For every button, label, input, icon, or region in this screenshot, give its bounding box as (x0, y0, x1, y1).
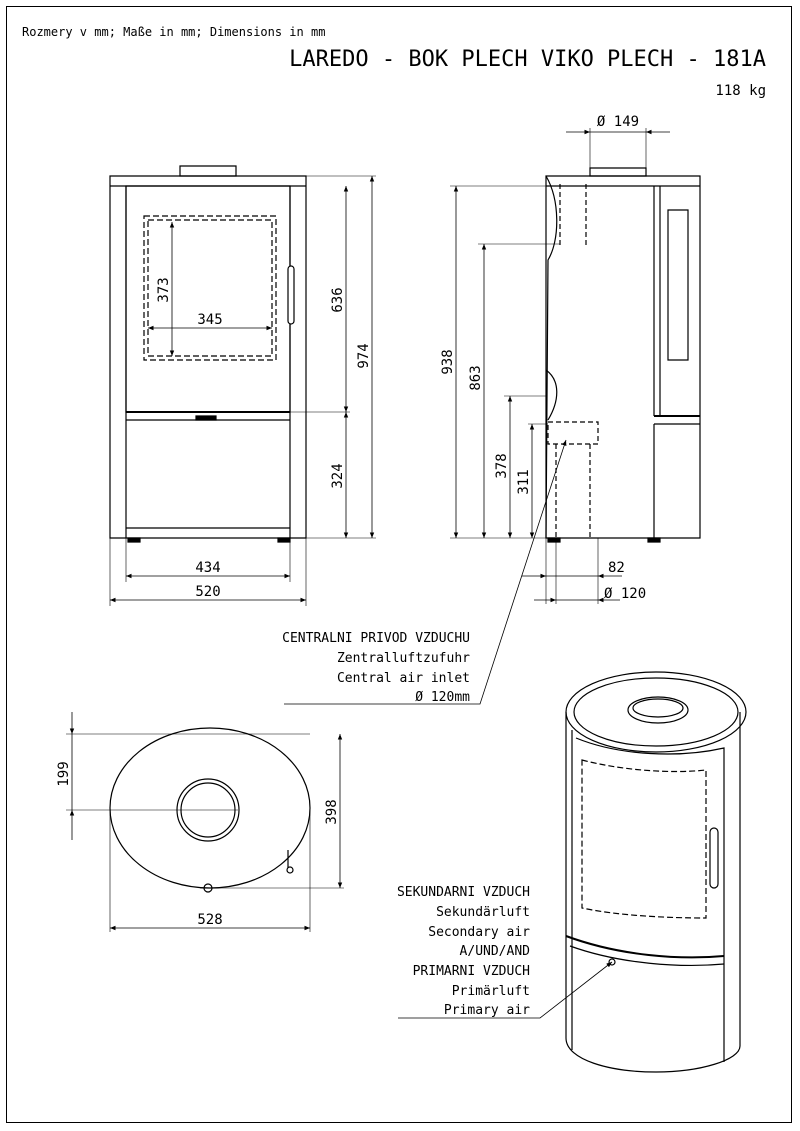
dim-height-378: 378 (494, 453, 510, 478)
perspective-top (566, 672, 746, 752)
weight-label: 118 kg (715, 83, 766, 99)
svg-text:A/UND/AND: A/UND/AND (460, 944, 531, 959)
svg-text:CENTRALNI PRIVOD VZDUCHU: CENTRALNI PRIVOD VZDUCHU (282, 631, 470, 646)
svg-text:Zentralluftzufuhr: Zentralluftzufuhr (337, 651, 470, 666)
dim-door-height: 636 (330, 287, 346, 312)
dim-height-938: 938 (440, 349, 456, 374)
dim-inner-width: 434 (195, 560, 220, 576)
dim-height-863: 863 (468, 365, 484, 390)
dim-outer-width: 520 (195, 584, 220, 600)
air-leader (398, 962, 612, 1018)
front-body (110, 176, 306, 538)
svg-text:Secondary air: Secondary air (428, 925, 530, 940)
svg-text:Ø 120mm: Ø 120mm (415, 690, 470, 705)
central-air-inlet-outline (548, 422, 598, 444)
svg-text:Primary air: Primary air (444, 1003, 530, 1018)
svg-text:SEKUNDARNI VZDUCH: SEKUNDARNI VZDUCH (397, 885, 530, 900)
dim-82: 82 (608, 560, 625, 576)
flue-collar (180, 166, 236, 176)
dim-inlet-diameter: Ø 120 (604, 586, 646, 602)
dim-398: 398 (324, 799, 340, 824)
central-air-label: CENTRALNI PRIVOD VZDUCHU Zentralluftzufu… (282, 631, 470, 705)
svg-text:PRIMARNI VZDUCH: PRIMARNI VZDUCH (413, 964, 530, 979)
dim-base-height: 324 (330, 463, 346, 488)
top-ellipse (110, 728, 310, 888)
dim-total-height: 974 (356, 343, 372, 368)
central-air-leader (284, 440, 567, 704)
dim-height-311: 311 (516, 469, 532, 494)
units-note: Rozmery v mm; Maße in mm; Dimensions in … (22, 25, 325, 39)
dim-glass-height: 373 (156, 277, 172, 302)
perspective-flue (628, 697, 688, 723)
perspective-glass (582, 760, 706, 918)
drawing-frame (6, 6, 792, 1123)
perspective-body (566, 712, 740, 1072)
svg-text:Central air inlet: Central air inlet (337, 671, 470, 686)
side-view (284, 128, 700, 704)
air-intake-label: SEKUNDARNI VZDUCH Sekundärluft Secondary… (397, 885, 530, 1018)
side-body-outline (546, 176, 700, 538)
svg-text:Sekundärluft: Sekundärluft (436, 905, 530, 920)
svg-text:Primärluft: Primärluft (452, 984, 530, 999)
front-view (110, 166, 376, 606)
glass-panel-outline (144, 216, 276, 360)
dim-top-flue: Ø 149 (597, 114, 639, 130)
dim-528: 528 (197, 912, 222, 928)
model-title: LAREDO - BOK PLECH VIKO PLECH - 181A (289, 47, 766, 72)
perspective-view (398, 672, 746, 1072)
top-view (66, 712, 344, 932)
door-handle (288, 266, 294, 324)
dim-glass-width: 345 (197, 312, 222, 328)
dim-199: 199 (56, 761, 72, 786)
